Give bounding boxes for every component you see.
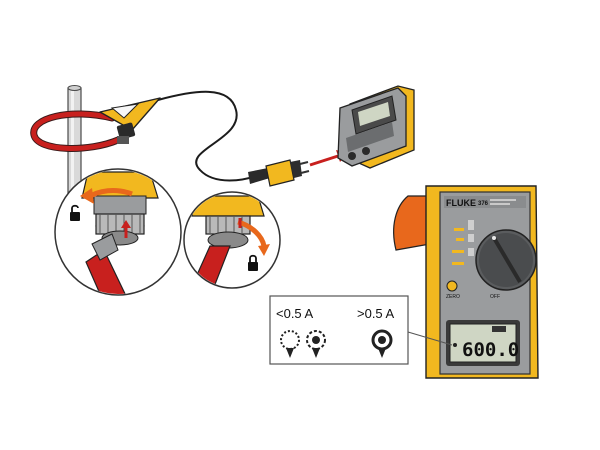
probe-plug-connector [248, 159, 310, 187]
lcd-display: 600.0 [446, 320, 520, 366]
unlock-icon [70, 204, 80, 221]
detail-circle-unlock [54, 168, 182, 296]
probe-coupling-head [99, 97, 161, 144]
indicator-partial-ring-icon [306, 330, 326, 358]
lock-icon [248, 254, 258, 271]
zero-button[interactable]: ZERO [446, 280, 460, 300]
indicator-solid-ring-icon [371, 329, 393, 358]
meter-brand: FLUKE [446, 198, 476, 208]
meter-top-view [337, 85, 415, 169]
probe-cable [157, 90, 257, 182]
iflex-probe-loop [30, 110, 122, 152]
threshold-legend: <0.5 A >0.5 A [269, 295, 453, 365]
display-reading: 600.0 [462, 339, 519, 361]
indicator-dotted-ring-icon [280, 330, 300, 358]
high-current-label: >0.5 A [357, 306, 395, 321]
clamp-meter-front: FLUKE 376 OFF ZERO [393, 185, 539, 379]
rotate-arrow-icon [80, 188, 133, 204]
zero-label: ZERO [446, 294, 460, 300]
function-labels [452, 220, 474, 265]
meter-model: 376 [478, 201, 489, 207]
low-current-label: <0.5 A [276, 306, 314, 321]
detail-circle-lock [183, 191, 281, 289]
rotary-dial[interactable] [475, 229, 537, 291]
off-label: OFF [490, 294, 500, 300]
